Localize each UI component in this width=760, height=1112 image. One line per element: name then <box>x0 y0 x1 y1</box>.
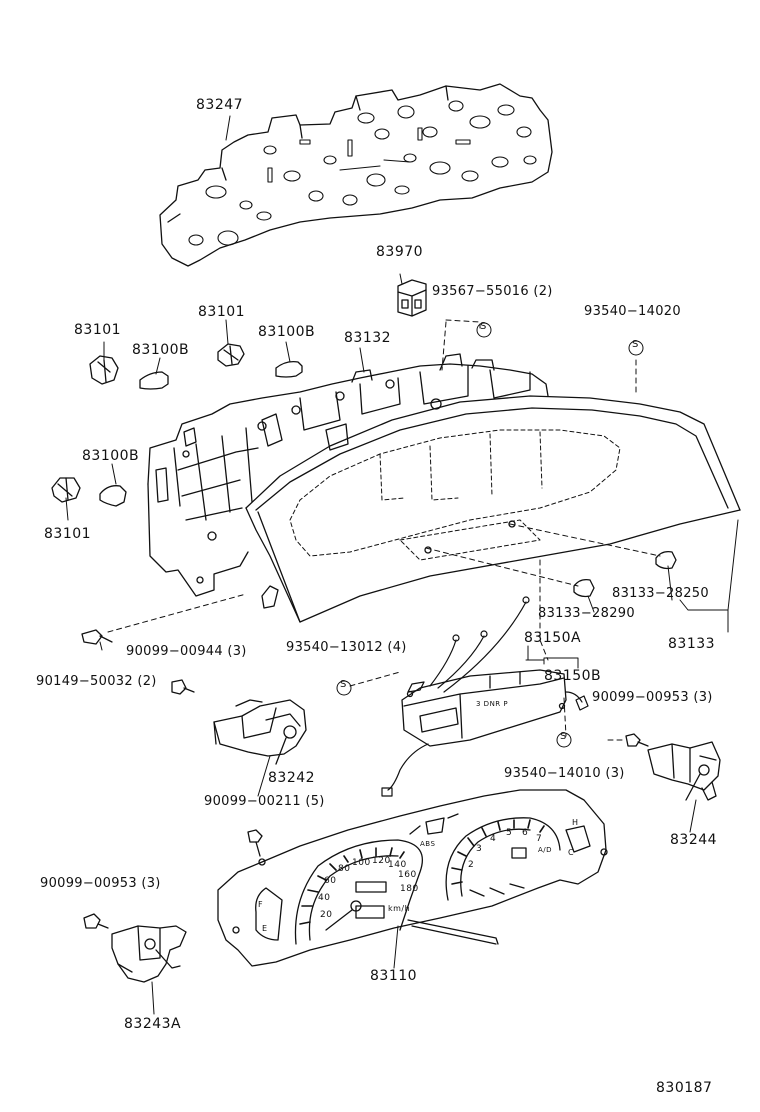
dial-ad: A/D <box>538 846 553 854</box>
lens-pad-28250 <box>655 550 677 570</box>
screw-90099-00953-left <box>83 913 109 929</box>
screw-s-4: S <box>560 731 567 742</box>
dial-rpm-3: 3 <box>476 844 483 854</box>
amplifier-gear-text: 3 DNR P <box>476 700 509 708</box>
dial-rpm-6: 6 <box>522 828 529 838</box>
screw-s-1: S <box>480 321 487 332</box>
label-90149-50032: 90149−50032 (2) <box>36 674 157 689</box>
meter-glass-83133 <box>245 395 741 623</box>
connector-83242 <box>213 699 307 765</box>
label-83133-28250: 83133−28250 <box>612 586 709 601</box>
dial-speed-120: 120 <box>372 856 391 866</box>
bulb-center-top <box>275 360 303 378</box>
socket-center-top <box>217 343 245 367</box>
callout-lines <box>65 115 739 1015</box>
connector-83970 <box>397 279 427 317</box>
label-83150b: 83150B <box>544 668 602 684</box>
label-93567-55016: 93567−55016 (2) <box>432 284 553 299</box>
lens-pad-28290 <box>573 578 595 598</box>
dial-temp-c: C <box>568 848 575 857</box>
screw-symbols <box>336 322 644 748</box>
meter-case <box>147 353 549 609</box>
meter-amplifier <box>401 669 567 747</box>
dial-speed-60: 60 <box>324 876 337 886</box>
screw-90149 <box>81 629 113 645</box>
label-83133-28290: 83133−28290 <box>538 606 635 621</box>
dial-abs: ABS <box>420 840 436 848</box>
label-83101-mid: 83101 <box>44 526 92 542</box>
meter-dial-plate <box>217 789 608 967</box>
dial-rpm-7: 7 <box>536 834 543 844</box>
dial-rpm-2: 2 <box>468 860 475 870</box>
connector-83243a <box>111 925 187 983</box>
dial-fuel-e: E <box>262 924 268 933</box>
dial-speed-20: 20 <box>320 910 333 920</box>
label-83133: 83133 <box>668 636 716 652</box>
figure-id: 830187 <box>656 1080 713 1096</box>
dial-temp-h: H <box>572 818 579 827</box>
label-83101-center: 83101 <box>198 304 246 320</box>
label-83970: 83970 <box>376 244 424 260</box>
label-93540-13012: 93540−13012 (4) <box>286 640 407 655</box>
socket-left-top <box>89 355 119 385</box>
label-90099-00211: 90099−00211 (5) <box>204 794 325 809</box>
dial-speed-100: 100 <box>352 858 371 868</box>
label-83100b-center: 83100B <box>258 324 316 340</box>
label-83100b-left: 83100B <box>132 342 190 358</box>
label-90099-00953-right: 90099−00953 (3) <box>592 690 713 705</box>
label-83132: 83132 <box>344 330 392 346</box>
printed-circuit-plate <box>159 83 553 267</box>
label-83242: 83242 <box>268 770 316 786</box>
label-93540-14010: 93540−14010 (3) <box>504 766 625 781</box>
screw-90099-00211 <box>247 829 263 857</box>
screw-s-2: S <box>632 339 639 350</box>
wire-harness <box>381 596 589 797</box>
label-90099-00944: 90099−00944 (3) <box>126 644 247 659</box>
dial-rpm-4: 4 <box>490 834 497 844</box>
dial-speed-180: 180 <box>400 884 419 894</box>
dial-speed-40: 40 <box>318 893 331 903</box>
screw-90099-00944 <box>171 679 195 695</box>
leader-lines <box>107 319 661 741</box>
dial-speed-unit: km/h <box>388 904 411 913</box>
label-83110: 83110 <box>370 968 418 984</box>
label-83100b-mid: 83100B <box>82 448 140 464</box>
label-83243a: 83243A <box>124 1016 182 1032</box>
dial-speed-140: 140 <box>388 860 407 870</box>
label-83150a: 83150A <box>524 630 582 646</box>
bulb-left-mid <box>99 485 127 507</box>
socket-left-mid <box>51 477 81 503</box>
dial-speed-80: 80 <box>338 864 351 874</box>
label-90099-00953-left: 90099−00953 (3) <box>40 876 161 891</box>
screw-s-3: S <box>340 679 347 690</box>
dial-speed-160: 160 <box>398 870 417 880</box>
label-83244: 83244 <box>670 832 718 848</box>
screw-90099-00953-right <box>625 733 649 747</box>
label-93540-14020: 93540−14020 <box>584 304 681 319</box>
dial-fuel-f: F <box>258 900 264 909</box>
dial-rpm-5: 5 <box>506 828 513 838</box>
bulb-left-top <box>139 371 169 390</box>
label-83101-left: 83101 <box>74 322 122 338</box>
connector-83244 <box>647 741 721 801</box>
label-83247: 83247 <box>196 97 244 113</box>
